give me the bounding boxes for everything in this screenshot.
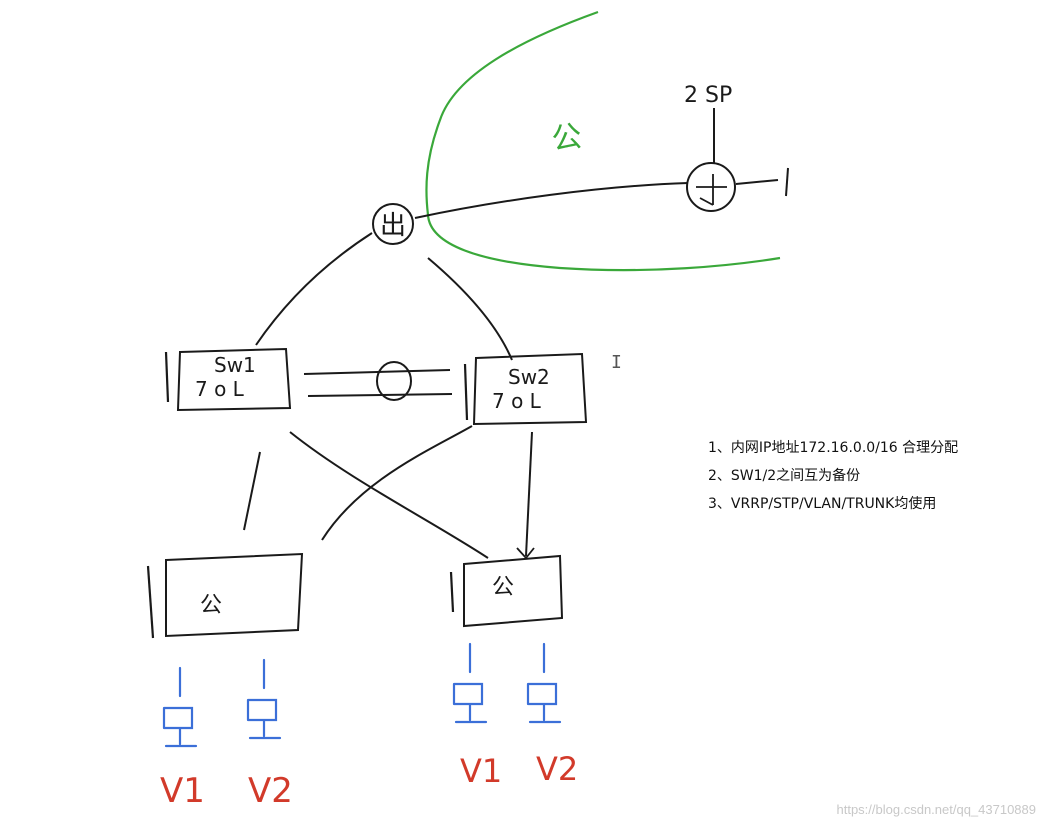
sw2-left-edge xyxy=(463,363,469,421)
host-group xyxy=(162,642,562,748)
sw1-access-right-link xyxy=(289,431,489,559)
host-pc-icon xyxy=(452,642,488,724)
access-switch-right: 公 xyxy=(449,554,564,628)
vlan-label-host-1: V1 xyxy=(160,771,205,811)
sw-trunk-line-top xyxy=(303,369,451,375)
sw1-box xyxy=(176,347,292,412)
isp-side-link xyxy=(735,179,779,185)
sw2-access-left-link xyxy=(321,425,473,541)
sw1-left-edge xyxy=(164,351,170,403)
sw2-label: Sw2 xyxy=(508,365,550,389)
text-cursor-icon: I xyxy=(611,352,622,373)
sw1-label: Sw1 xyxy=(214,353,256,377)
host-pc-icon xyxy=(526,642,562,724)
sw-trunk-bundle-icon xyxy=(376,361,412,401)
sw2-vlan-label: 7 o L xyxy=(492,389,542,413)
core-isp-link xyxy=(414,182,689,219)
watermark: https://blog.csdn.net/qq_43710889 xyxy=(836,802,1037,817)
isp-router-icon xyxy=(686,162,736,212)
requirement-item: 3、VRRP/STP/VLAN/TRUNK均使用 xyxy=(708,496,937,512)
access-switch-left: 公 xyxy=(146,552,304,639)
isp-label: 2 SP xyxy=(684,83,732,108)
access-left-edge xyxy=(146,565,155,639)
sw2-box xyxy=(472,352,588,426)
internal-zone-label: 公 xyxy=(549,119,584,158)
vlan-label-host-2: V2 xyxy=(248,771,293,811)
access-left-box xyxy=(165,552,304,638)
sw2-access-right-link xyxy=(525,431,533,557)
vlan-label-host-3: V1 xyxy=(460,752,502,790)
sw-trunk-line-bottom xyxy=(307,393,453,397)
sw2-switch: Sw2 7 o L xyxy=(463,352,588,426)
isp-router-cross-icon xyxy=(696,174,727,206)
requirement-item: 1、内网IP地址172.16.0.0/16 合理分配 xyxy=(708,440,959,456)
access-left-label: 公 xyxy=(200,593,222,618)
access-right-box xyxy=(463,554,564,628)
sw1-vlan-label: 7 o L xyxy=(195,377,245,401)
network-boundary-curve xyxy=(425,10,781,272)
core-sw1-link xyxy=(255,232,373,346)
core-router-label: 出 xyxy=(380,211,406,241)
core-router: 出 xyxy=(372,203,414,245)
requirements-list: 1、内网IP地址172.16.0.0/16 合理分配 2、SW1/2之间互为备份… xyxy=(708,434,958,518)
host-pc-icon xyxy=(162,666,198,748)
isp-router: 2 SP xyxy=(684,83,789,212)
requirement-item: 2、SW1/2之间互为备份 xyxy=(708,468,861,484)
vlan-label-host-4: V2 xyxy=(536,750,578,788)
core-router-icon xyxy=(372,203,414,245)
core-sw2-link xyxy=(427,257,513,361)
isp-side-tick xyxy=(785,167,789,197)
access-right-label: 公 xyxy=(492,575,514,600)
access-right-edge xyxy=(449,571,455,613)
sw1-switch: Sw1 7 o L xyxy=(164,347,292,412)
sw1-access-left-link xyxy=(243,451,261,531)
host-pc-icon xyxy=(246,658,282,740)
